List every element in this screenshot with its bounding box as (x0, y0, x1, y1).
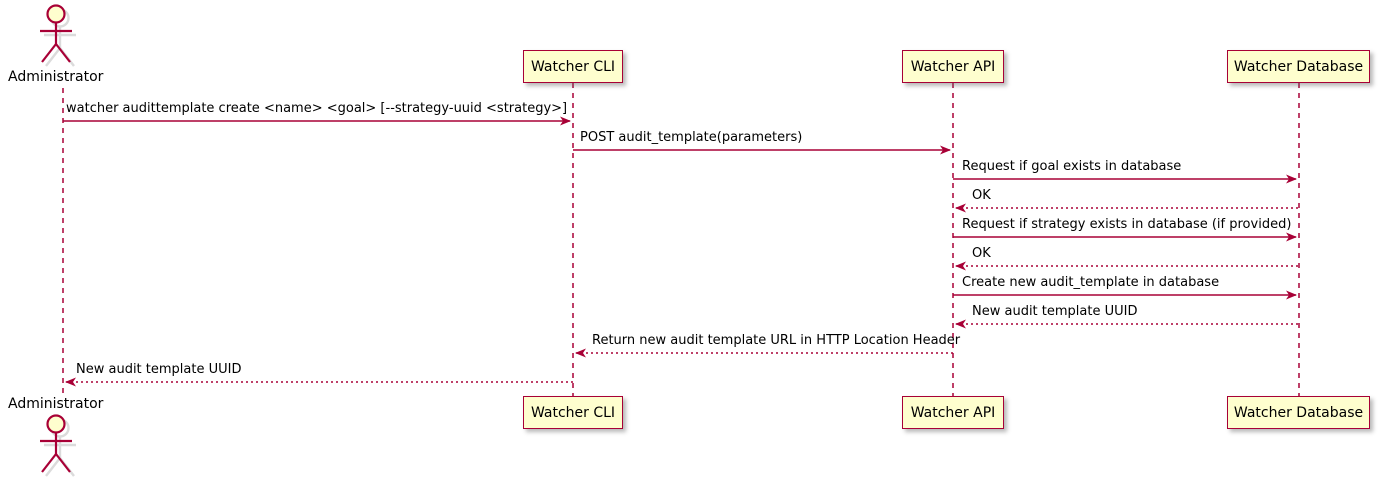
message-label-10: New audit template UUID (76, 362, 242, 377)
message-label-5: Request if strategy exists in database (… (962, 217, 1292, 232)
participant-box-watcher-api-top[interactable]: Watcher API (902, 50, 1004, 83)
actor-administrator-top (40, 4, 76, 67)
message-arrows (63, 116, 1299, 387)
message-label-8: New audit template UUID (972, 304, 1138, 319)
lifelines (62, 83, 1300, 396)
message-label-7: Create new audit_template in database (962, 275, 1220, 290)
participant-box-watcher-cli-bottom[interactable]: Watcher CLI (523, 396, 623, 429)
message-label-1: watcher audittemplate create <name> <goa… (66, 101, 568, 116)
actor-label-administrator-top: Administrator (8, 69, 104, 85)
participant-box-watcher-database-top[interactable]: Watcher Database (1227, 50, 1370, 83)
message-label-3: Request if goal exists in database (962, 159, 1182, 174)
participant-box-watcher-api-bottom[interactable]: Watcher API (902, 396, 1004, 429)
participant-box-watcher-database-bottom[interactable]: Watcher Database (1227, 396, 1370, 429)
message-label-9: Return new audit template URL in HTTP Lo… (592, 333, 961, 348)
actor-administrator-bottom (40, 414, 76, 477)
participant-box-watcher-cli-top[interactable]: Watcher CLI (523, 50, 623, 83)
message-label-4: OK (972, 188, 991, 203)
message-label-6: OK (972, 246, 991, 261)
actor-label-administrator-bottom: Administrator (8, 396, 104, 412)
message-label-2: POST audit_template(parameters) (580, 130, 803, 145)
